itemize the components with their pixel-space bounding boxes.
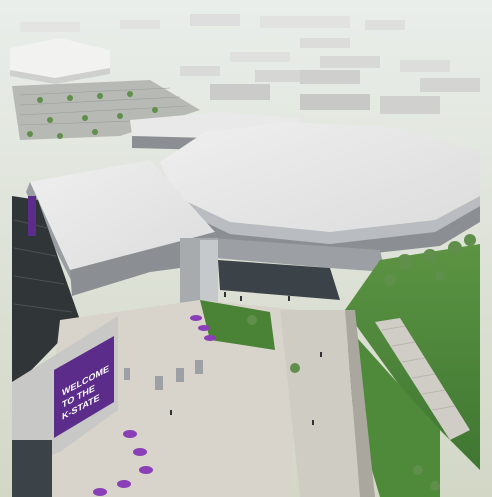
glass-entrance bbox=[218, 260, 340, 300]
walkway-ramp bbox=[280, 310, 360, 497]
planter-lawn bbox=[200, 300, 275, 350]
tree-line bbox=[247, 234, 476, 491]
arena-roof bbox=[160, 122, 480, 232]
purple-umbrellas bbox=[93, 315, 216, 496]
billboard-screen bbox=[54, 336, 114, 438]
distant-white-building bbox=[10, 38, 110, 78]
front-hall-roof bbox=[30, 160, 215, 270]
grand-stairs bbox=[375, 318, 470, 440]
stadium-stands bbox=[12, 196, 80, 390]
purple-trim bbox=[28, 196, 36, 236]
distant-town bbox=[20, 14, 480, 114]
concourse-wall bbox=[210, 238, 385, 272]
people bbox=[170, 292, 322, 425]
front-hall-facade bbox=[70, 232, 215, 296]
arena-roof-edge bbox=[172, 196, 480, 244]
plaza-kiosks bbox=[124, 360, 203, 390]
